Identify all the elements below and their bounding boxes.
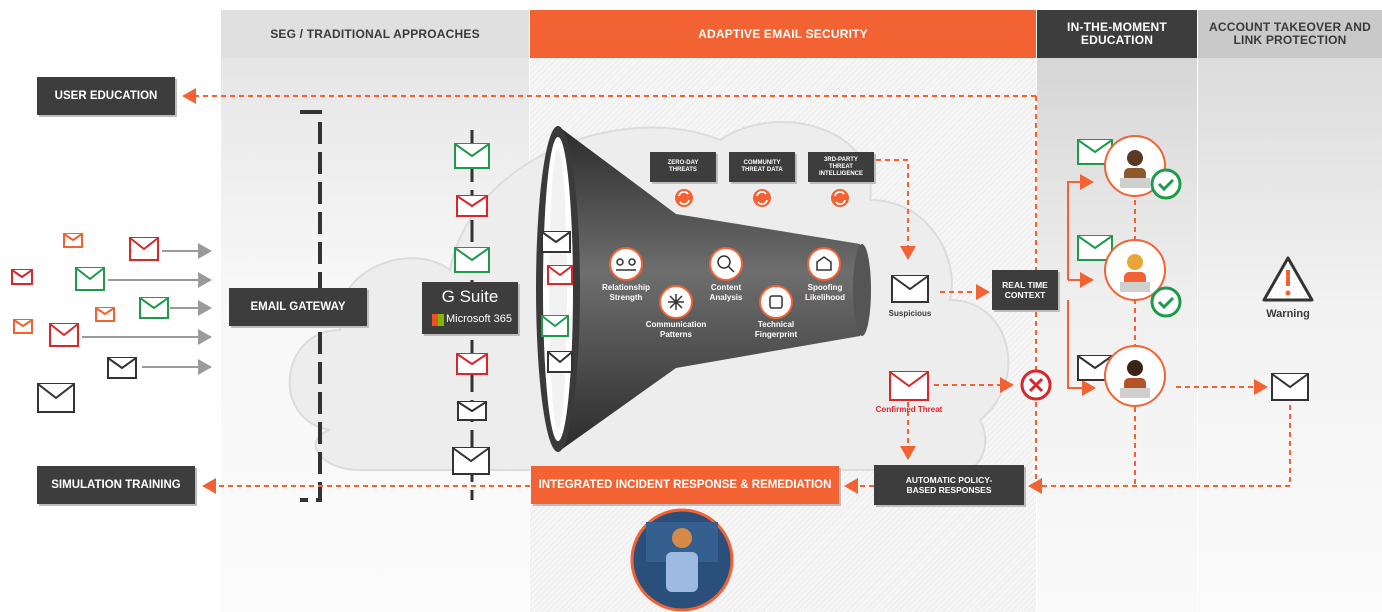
content-icon [709, 247, 743, 281]
relationship-label: Relationship Strength [601, 283, 650, 302]
warning-label: Warning [1266, 308, 1310, 320]
threat-intel-line [876, 159, 916, 260]
inbound-emails [11, 233, 169, 413]
gsuite-m365-box: G Suite Microsoft 365 [422, 282, 518, 334]
confirmed-threat-label: Confirmed Threat [875, 405, 943, 414]
relationship-icon [609, 247, 643, 281]
check-icons [1150, 168, 1182, 318]
funnel-emails [541, 231, 573, 373]
email-gateway-box: EMAIL GATEWAY [229, 288, 367, 326]
seg-emails [452, 143, 490, 475]
funnel-body [558, 126, 860, 452]
real-time-context-box: REAL TIME CONTEXT [992, 270, 1058, 310]
return-line [1028, 405, 1291, 494]
content-label: Content Analysis [709, 283, 743, 302]
spoofing-label: Spoofing Likelihood [805, 283, 845, 302]
microsoft-logo-icon [432, 314, 444, 326]
zero-day-threats-box: ZERO-DAY THREATS [650, 152, 716, 182]
microsoft365-label: Microsoft 365 [446, 313, 513, 325]
user-education-box: USER EDUCATION [37, 77, 175, 115]
confirmed-threat-email-icon [889, 371, 929, 401]
warning-email-icon [1271, 373, 1309, 401]
technical-icon [759, 285, 793, 319]
communication-label: Communication Patterns [645, 320, 707, 339]
seg-column-header: SEG / TRADITIONAL APPROACHES [221, 10, 529, 58]
automatic-responses-box: AUTOMATIC POLICY-BASED RESPONSES [874, 465, 1024, 505]
spoofing-icon [807, 247, 841, 281]
rtc-branch-top [1067, 174, 1094, 280]
simulation-training-box: SIMULATION TRAINING [37, 466, 195, 504]
third-party-intel-box: 3RD-PARTY THREAT INTELLIGENCE [808, 152, 874, 182]
ato-column-header: ACCOUNT TAKEOVER AND LINK PROTECTION [1198, 10, 1382, 58]
education-column-header: IN-THE-MOMENT EDUCATION [1037, 10, 1197, 58]
suspicious-label: Suspicious [888, 309, 932, 318]
inbound-arrows [82, 243, 212, 375]
suspicious-email-icon [891, 275, 929, 303]
community-threat-box: COMMUNITY THREAT DATA [729, 152, 795, 182]
adaptive-column-header: ADAPTIVE EMAIL SECURITY [530, 10, 1036, 58]
funnel-spout [853, 244, 871, 336]
integrated-response-box: INTEGRATED INCIDENT RESPONSE & REMEDIATI… [531, 466, 839, 504]
technical-label: Technical Fingerprint [754, 320, 798, 339]
ato-column-bg [1198, 58, 1382, 612]
gsuite-label: G Suite [441, 287, 499, 306]
rtc-branch-bottom [1067, 300, 1096, 396]
